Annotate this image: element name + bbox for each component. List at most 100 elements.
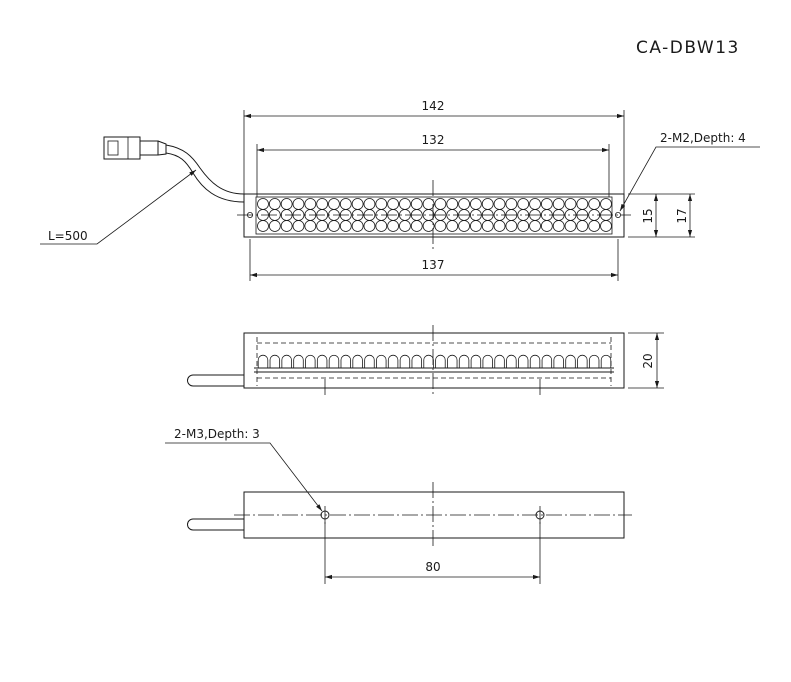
led-circle <box>328 220 340 232</box>
led-circle <box>363 220 376 232</box>
connector <box>103 136 167 160</box>
dimension-text-80: 80 <box>425 560 440 574</box>
led-circle <box>257 198 269 210</box>
led-circle <box>600 198 612 210</box>
led-circle <box>339 198 352 210</box>
m3-hole-callout: 2-M3,Depth: 3 <box>165 427 323 512</box>
dimension-text-132: 132 <box>422 133 445 147</box>
led-circle <box>351 220 364 232</box>
m2-callout-text: 2-M2,Depth: 4 <box>660 131 746 145</box>
dimension-132: 132 <box>256 133 610 197</box>
led-circle <box>517 198 530 210</box>
led-circle <box>434 220 447 232</box>
led-circle <box>529 198 541 210</box>
led-dome <box>293 354 304 368</box>
led-dome <box>352 354 363 368</box>
led-circle <box>505 198 518 210</box>
led-dome <box>281 354 292 368</box>
side-view: 20 <box>187 325 664 396</box>
led-circle <box>564 220 577 232</box>
led-circle <box>458 220 470 232</box>
led-dome <box>328 354 340 368</box>
led-dome <box>565 354 576 368</box>
led-circle <box>540 220 553 232</box>
led-circle <box>576 198 589 210</box>
led-circle <box>410 198 423 210</box>
led-circle <box>304 198 317 210</box>
led-circle <box>600 220 612 232</box>
led-dome <box>494 354 505 368</box>
led-dome <box>588 354 600 368</box>
led-circle <box>387 220 400 232</box>
led-circle <box>505 220 518 232</box>
model-title: CA-DBW13 <box>636 38 740 58</box>
led-dome <box>482 354 493 368</box>
bottom-view: 80 2-M3,Depth: 3 <box>165 427 632 584</box>
dimension-15-17: 15 17 <box>628 193 695 238</box>
led-circle <box>410 220 423 232</box>
led-dome <box>553 354 564 368</box>
led-circle <box>422 198 435 210</box>
led-dome <box>458 354 470 368</box>
top-view-led-area <box>255 196 613 235</box>
led-dome <box>376 354 387 368</box>
led-circle <box>469 220 482 232</box>
side-view-body <box>243 332 625 389</box>
led-dome <box>269 354 281 368</box>
led-dome <box>541 354 553 368</box>
led-circle <box>375 220 388 232</box>
led-circle <box>328 198 340 210</box>
led-circle <box>458 198 470 210</box>
cable-length-callout: L=500 <box>40 169 197 245</box>
led-circle <box>517 220 530 232</box>
led-circle <box>588 220 601 232</box>
led-circle <box>399 220 411 232</box>
led-circle <box>399 198 411 210</box>
dimension-80: 80 <box>324 522 541 584</box>
m3-callout-text: 2-M3,Depth: 3 <box>174 427 260 441</box>
led-circle <box>576 220 589 232</box>
led-circle <box>446 198 459 210</box>
dimension-text-142: 142 <box>422 99 445 113</box>
dimension-text-17: 17 <box>675 208 689 223</box>
led-dome <box>600 354 612 368</box>
led-dome <box>423 354 434 368</box>
led-circle <box>292 220 305 232</box>
led-circle <box>493 198 506 210</box>
led-circle <box>280 220 293 232</box>
led-circle <box>280 198 293 210</box>
led-circle <box>481 220 494 232</box>
led-circle <box>529 220 541 232</box>
bottom-view-cable-stub <box>187 518 244 531</box>
led-dome <box>435 354 446 368</box>
led-circle <box>564 198 577 210</box>
dimension-text-137: 137 <box>422 258 445 272</box>
led-dome <box>305 354 316 368</box>
led-dome <box>577 354 588 368</box>
led-circle <box>268 220 281 232</box>
led-circle <box>268 198 281 210</box>
led-circle <box>387 198 400 210</box>
cable <box>165 144 245 203</box>
led-dome <box>340 354 351 368</box>
dimension-text-20: 20 <box>641 353 655 368</box>
led-dome <box>316 354 328 368</box>
led-circle <box>552 220 565 232</box>
led-circle <box>446 220 459 232</box>
led-array-side <box>257 354 612 368</box>
led-circle <box>257 220 269 232</box>
led-circle <box>351 198 364 210</box>
led-circle <box>493 220 506 232</box>
led-dome <box>470 354 482 368</box>
led-circle <box>316 198 329 210</box>
m2-hole-right <box>615 211 622 218</box>
led-circle <box>304 220 317 232</box>
led-circle <box>469 198 482 210</box>
led-circle <box>422 220 435 232</box>
side-view-cable-stub <box>187 374 244 387</box>
led-circle <box>552 198 565 210</box>
led-dome <box>399 354 411 368</box>
led-dome <box>411 354 422 368</box>
led-dome <box>257 354 269 368</box>
